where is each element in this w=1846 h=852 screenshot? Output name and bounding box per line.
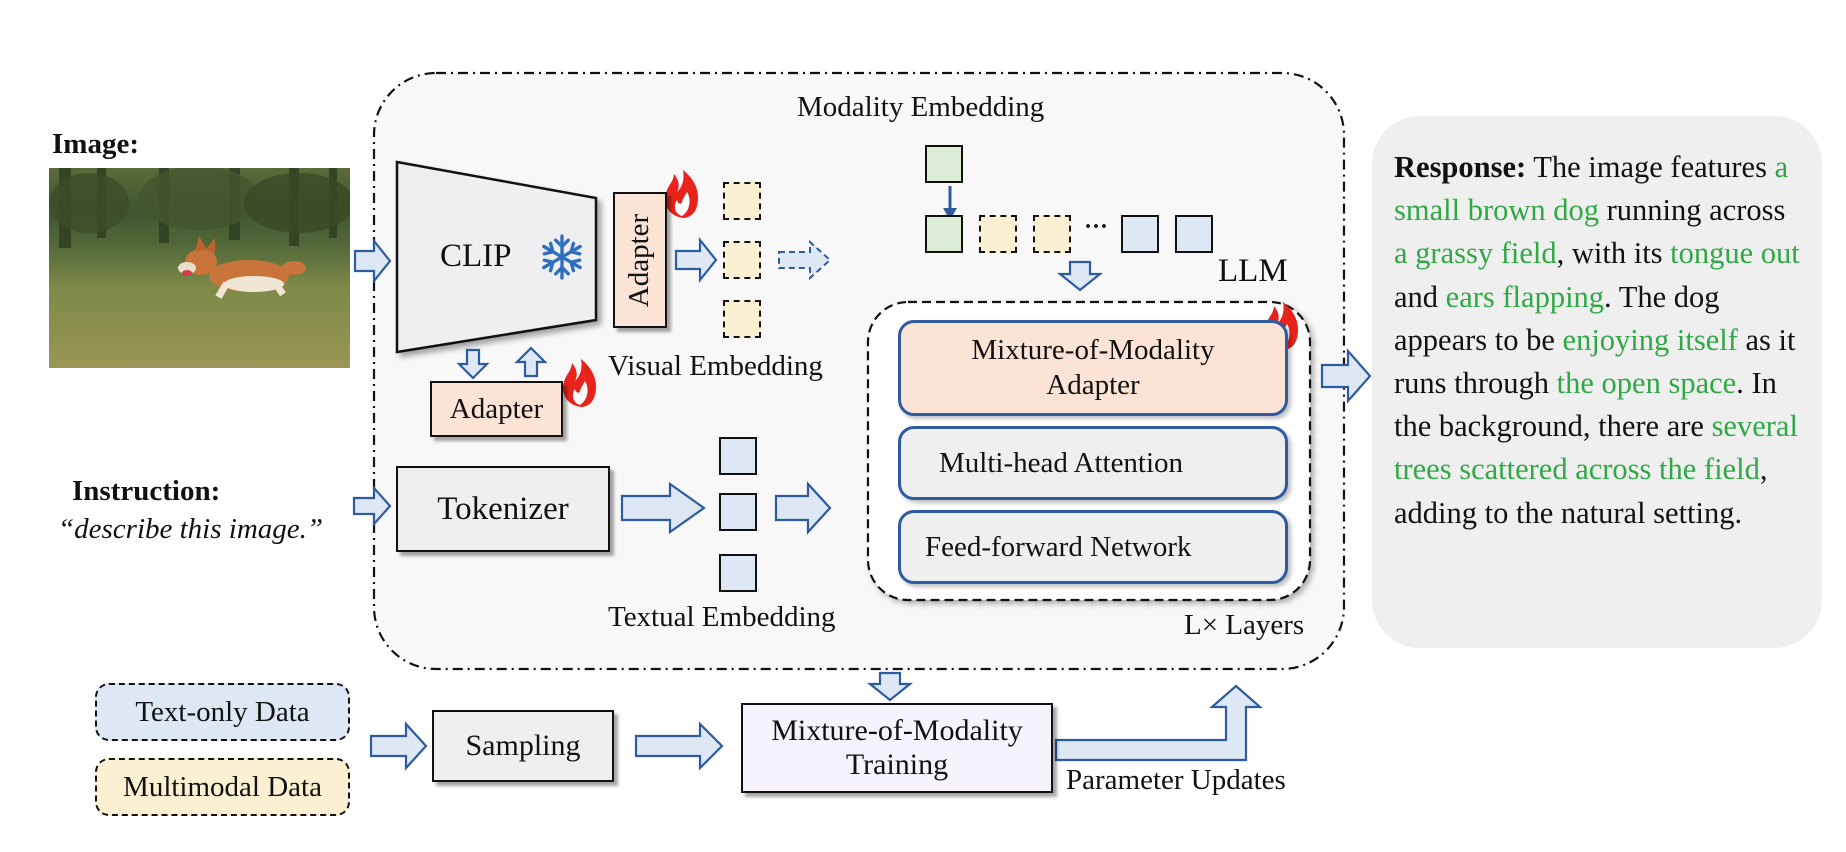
response-segment: , with its bbox=[1556, 236, 1671, 271]
arrow-llm-to-response bbox=[1320, 348, 1372, 404]
arrow-adapter-to-visual bbox=[674, 236, 718, 284]
adapter-vertical: Adapter bbox=[613, 192, 667, 328]
parameter-updates-label: Parameter Updates bbox=[1066, 764, 1286, 796]
response-segment: . The dog appears to be bbox=[1394, 279, 1720, 357]
response-segment: , adding to the natural setting. bbox=[1394, 452, 1768, 530]
textual-token bbox=[719, 437, 757, 475]
arrow-image-to-clip bbox=[353, 237, 392, 285]
mom-adapter-line1: Mixture-of-Modality bbox=[971, 334, 1215, 367]
mixture-of-modality-adapter: Mixture-of-Modality Adapter bbox=[898, 320, 1288, 416]
response-segment: as it runs through bbox=[1394, 322, 1796, 401]
instruction-text: “describe this image.” bbox=[58, 513, 324, 545]
arrow-data-to-sampling bbox=[369, 721, 428, 771]
textual-embedding-label: Textual Embedding bbox=[608, 601, 836, 633]
clip-encoder-shape bbox=[395, 160, 598, 354]
adapter-bottom: Adapter bbox=[430, 381, 563, 437]
sequence-token-visual bbox=[979, 215, 1017, 253]
multimodal-data-box: Multimodal Data bbox=[95, 758, 350, 816]
layers-label: L× Layers bbox=[1184, 609, 1305, 641]
sequence-token-textual bbox=[1121, 215, 1159, 253]
textual-token bbox=[719, 493, 757, 531]
modality-token-green bbox=[925, 145, 963, 183]
response-highlight: several trees scattered across the field bbox=[1394, 409, 1798, 487]
sampling-box: Sampling bbox=[432, 710, 614, 782]
arrow-sampling-to-training bbox=[634, 721, 724, 771]
response-segment: The image features bbox=[1526, 150, 1775, 184]
multi-head-attention-label: Multi-head Attention bbox=[939, 446, 1184, 479]
visual-token bbox=[723, 241, 761, 279]
adapter-vertical-label: Adapter bbox=[623, 213, 656, 307]
instruction-label: Instruction: bbox=[72, 475, 221, 507]
mom-training-box: Mixture-of-Modality Training bbox=[741, 703, 1053, 793]
feed-forward-block: Feed-forward Network bbox=[898, 510, 1288, 584]
modality-embedding-title: Modality Embedding bbox=[797, 91, 1045, 123]
arrow-clip-to-adapter bbox=[456, 348, 490, 380]
sequence-token-textual bbox=[1175, 215, 1213, 253]
adapter-bottom-label: Adapter bbox=[449, 392, 544, 425]
multi-head-attention-block: Multi-head Attention bbox=[898, 426, 1288, 500]
mom-adapter-line2: Adapter bbox=[1046, 369, 1140, 401]
response-text: The image features a small brown dog run… bbox=[1394, 150, 1800, 530]
tokenizer-box: Tokenizer bbox=[396, 466, 610, 552]
textual-token bbox=[719, 554, 757, 592]
sequence-token-green bbox=[925, 215, 963, 253]
arrow-tokenizer-to-textual bbox=[620, 481, 706, 535]
text-only-data-box: Text-only Data bbox=[95, 683, 350, 741]
response-highlight: enjoying itself bbox=[1562, 322, 1738, 357]
response-highlight: the open space bbox=[1556, 366, 1737, 401]
feed-forward-label: Feed-forward Network bbox=[925, 530, 1192, 563]
image-label: Image: bbox=[52, 128, 139, 160]
arrow-container-to-training bbox=[866, 671, 914, 702]
arrow-parameter-updates bbox=[1054, 684, 1263, 762]
response-segment: . In the background, there are bbox=[1394, 366, 1777, 444]
llm-label: LLM bbox=[1218, 253, 1288, 289]
photo-scene bbox=[49, 168, 350, 299]
sequence-token-visual bbox=[1033, 215, 1071, 253]
clip-label: CLIP bbox=[440, 238, 512, 274]
arrow-textual-to-llm bbox=[774, 481, 832, 535]
response-label: Response: bbox=[1394, 150, 1527, 184]
arrow-instruction-to-tokenizer bbox=[352, 485, 392, 527]
ellipsis: ··· bbox=[1084, 214, 1109, 240]
response-segment: and bbox=[1394, 279, 1446, 314]
text-only-data-label: Text-only Data bbox=[135, 695, 310, 728]
response-panel: Response: The image features a small bro… bbox=[1372, 116, 1822, 648]
arrow-adapter-to-clip bbox=[514, 346, 548, 378]
response-segment: running across bbox=[1599, 193, 1786, 228]
response-highlight: a grassy field bbox=[1394, 236, 1557, 271]
mom-training-line2: Training bbox=[845, 748, 949, 781]
visual-embedding-label: Visual Embedding bbox=[608, 350, 823, 382]
multimodal-data-label: Multimodal Data bbox=[123, 770, 322, 803]
response-highlight: tongue out bbox=[1670, 236, 1800, 271]
tokenizer-label: Tokenizer bbox=[437, 490, 569, 527]
sampling-label: Sampling bbox=[465, 729, 581, 762]
response-highlight: ears flapping bbox=[1445, 279, 1605, 314]
corgi-photo bbox=[49, 168, 350, 368]
response-highlight: a small brown dog bbox=[1394, 150, 1789, 228]
mom-training-line1: Mixture-of-Modality bbox=[771, 713, 1023, 747]
arrow-tokens-to-llm bbox=[1056, 260, 1104, 292]
visual-token bbox=[723, 300, 761, 338]
visual-token bbox=[723, 182, 761, 220]
arrow-visual-dashed bbox=[778, 239, 832, 281]
